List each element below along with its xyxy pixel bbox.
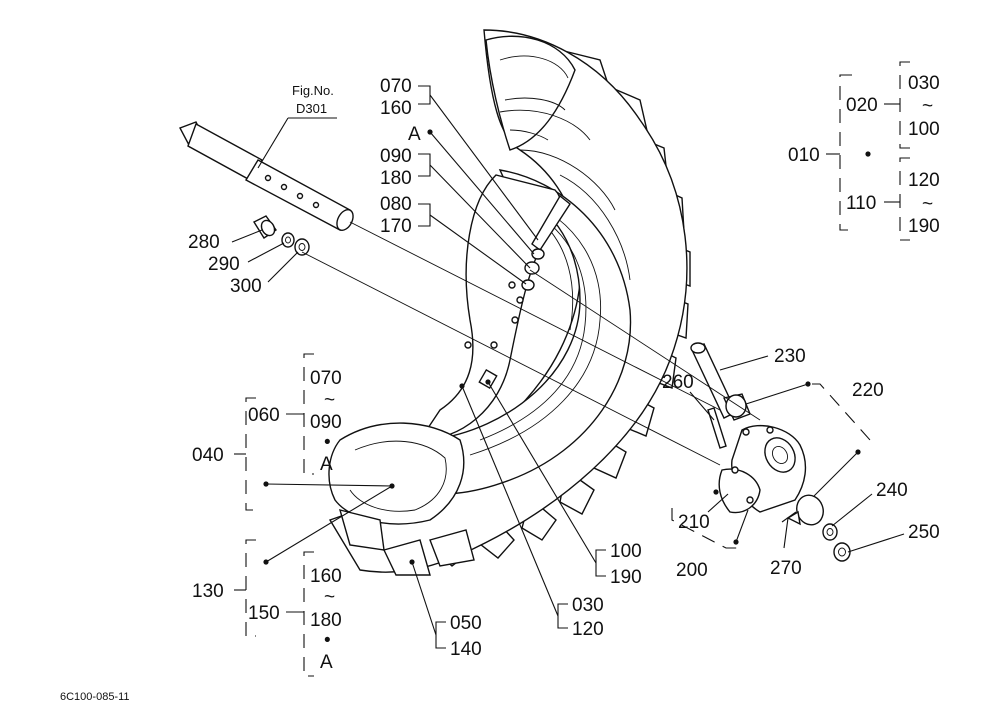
label-230: 230	[774, 346, 806, 367]
label-220: 220	[852, 380, 884, 401]
label-250: 250	[908, 522, 940, 543]
label-a: A	[320, 652, 333, 673]
wheel-rim	[328, 29, 691, 576]
label-130: 130	[192, 581, 224, 602]
label-060: 060	[248, 405, 280, 426]
tilde: ~	[324, 587, 335, 608]
label-180: 180	[310, 610, 342, 631]
label-030: 030	[572, 595, 604, 616]
label-200: 200	[676, 560, 708, 581]
label-270: 270	[770, 558, 802, 579]
tilde: ~	[922, 194, 933, 215]
label-170: 170	[380, 216, 412, 237]
label-240: 240	[876, 480, 908, 501]
hub-assembly	[690, 342, 851, 562]
label-120: 120	[572, 619, 604, 640]
label-280: 280	[188, 232, 220, 253]
label-100: 100	[610, 541, 642, 562]
valve-bolts	[521, 194, 571, 291]
label-050: 050	[450, 613, 482, 634]
label-190: 190	[908, 216, 940, 237]
fig-no-label: Fig.No.	[292, 83, 334, 98]
label-260: 260	[662, 372, 694, 393]
label-a: A	[408, 124, 421, 145]
label-110: 110	[846, 193, 876, 214]
label-160: 160	[310, 566, 342, 587]
nut-and-washers	[231, 215, 310, 283]
label-030: 030	[908, 73, 940, 94]
drawing-code: 6C100-085-11	[60, 691, 130, 703]
label-160: 160	[380, 98, 412, 119]
label-090: 090	[380, 146, 412, 167]
label-070: 070	[310, 368, 342, 389]
label-080: 080	[380, 194, 412, 215]
label-180: 180	[380, 168, 412, 189]
assembly-axis-lines	[301, 221, 761, 466]
label-040: 040	[192, 445, 224, 466]
dot-separator: •	[324, 432, 331, 453]
part-labels: 010 020 030 ~ 100 110 120 ~ 190 070 160 …	[188, 73, 940, 673]
axle-shaft	[179, 121, 354, 231]
tilde: ~	[324, 390, 335, 411]
label-120: 120	[908, 170, 940, 191]
label-a: A	[320, 454, 333, 475]
label-150: 150	[248, 603, 280, 624]
label-010: 010	[788, 145, 820, 166]
label-020: 020	[846, 95, 878, 116]
label-090: 090	[310, 412, 342, 433]
label-100: 100	[908, 119, 940, 140]
dot-separator: •	[324, 630, 331, 651]
label-190: 190	[610, 567, 642, 588]
dot-markers	[263, 129, 871, 565]
label-140: 140	[450, 639, 482, 660]
label-290: 290	[208, 254, 240, 275]
figure-reference: Fig.No. D301	[257, 83, 337, 169]
tilde: ~	[922, 96, 933, 117]
label-210: 210	[678, 512, 710, 533]
fig-number: D301	[296, 101, 327, 116]
leader-lines	[234, 85, 905, 649]
label-300: 300	[230, 276, 262, 297]
label-070: 070	[380, 76, 412, 97]
